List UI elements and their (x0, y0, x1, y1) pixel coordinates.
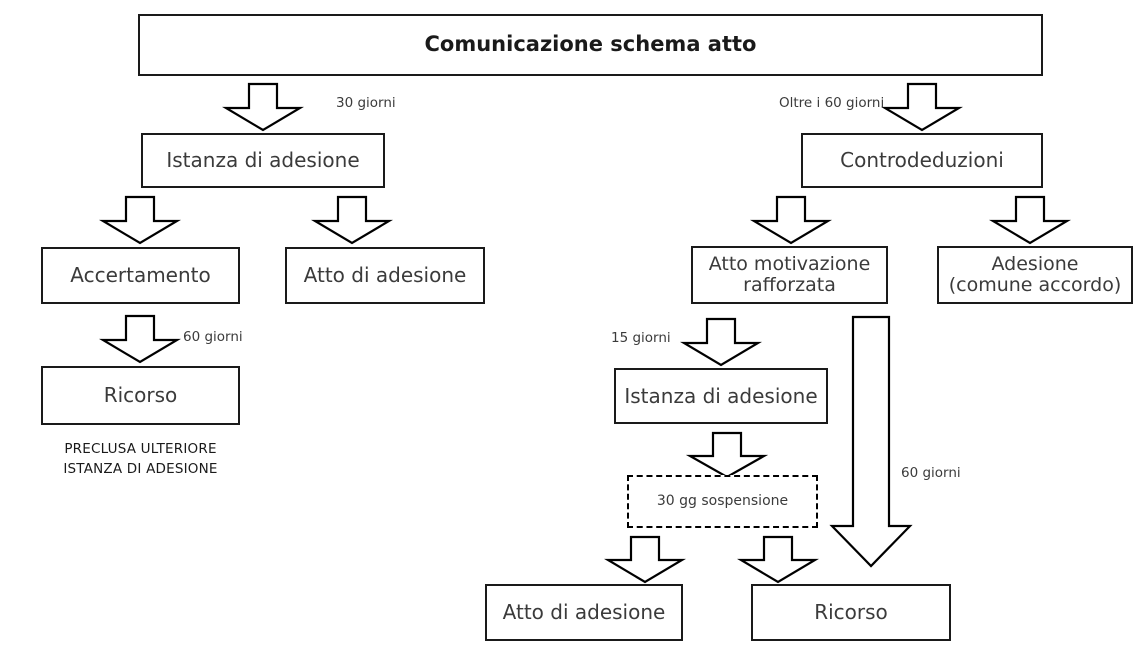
arrow-accertamento-to-ricorso (98, 314, 182, 364)
node-atto-motivazione-rafforzata: Atto motivazione rafforzata (691, 246, 888, 304)
note-line1: PRECLUSA ULTERIORE (64, 441, 217, 457)
arrow-istanza-to-sospensione (685, 431, 769, 479)
node-atto-di-adesione-destra: Atto di adesione (485, 584, 683, 641)
node-label-line1: Adesione (991, 252, 1079, 275)
node-label-line2: (comune accordo) (948, 274, 1122, 296)
arrow-sospensione-to-atto-di-adesione (603, 535, 687, 584)
node-istanza-di-adesione-sinistra: Istanza di adesione (141, 133, 385, 188)
arrow-root-to-istanza-sinistra (221, 82, 305, 132)
note-preclusa-ulteriore-istanza: PRECLUSA ULTERIORE ISTANZA DI ADESIONE (41, 440, 240, 479)
arrow-atto-motivazione-to-ricorso-lungo (829, 315, 913, 568)
node-label: Controdeduzioni (840, 148, 1004, 173)
arrow-sospensione-to-ricorso (736, 535, 820, 584)
node-label: Accertamento (70, 263, 211, 288)
node-30-gg-sospensione: 30 gg sospensione (627, 475, 818, 528)
node-accertamento: Accertamento (41, 247, 240, 304)
node-label: Istanza di adesione (624, 383, 818, 408)
node-ricorso-destra: Ricorso (751, 584, 951, 641)
edge-label-60-giorni-destra: 60 giorni (901, 465, 961, 481)
node-label: 30 gg sospensione (656, 492, 789, 509)
node-label: Atto di adesione (303, 263, 467, 288)
node-label: Ricorso (814, 600, 888, 625)
node-ricorso-sinistra: Ricorso (41, 366, 240, 425)
node-adesione-comune-accordo: Adesione (comune accordo) (937, 246, 1133, 304)
edge-label-30-giorni: 30 giorni (336, 95, 396, 111)
arrow-istanza-to-atto-di-adesione (310, 195, 394, 245)
node-label-line1: Atto motivazione (708, 252, 871, 275)
edge-label-60-giorni-sinistra: 60 giorni (183, 329, 243, 345)
node-controdeduzioni: Controdeduzioni (801, 133, 1043, 188)
edge-label-oltre-i-60-giorni: Oltre i 60 giorni (779, 95, 885, 111)
arrow-controdeduzioni-to-atto-motivazione (749, 195, 833, 245)
node-comunicazione-schema-atto: Comunicazione schema atto (138, 14, 1043, 76)
arrow-root-to-controdeduzioni (880, 82, 964, 132)
arrow-atto-motivazione-to-istanza (679, 317, 763, 367)
node-istanza-di-adesione-destra: Istanza di adesione (614, 368, 828, 424)
node-label: Istanza di adesione (166, 148, 360, 173)
node-atto-di-adesione-sinistra: Atto di adesione (285, 247, 485, 304)
node-label: Ricorso (103, 383, 178, 408)
arrow-controdeduzioni-to-adesione (988, 195, 1072, 245)
arrow-istanza-to-accertamento (98, 195, 182, 245)
note-line2: ISTANZA DI ADESIONE (63, 460, 218, 477)
node-label-line2: rafforzata (743, 274, 836, 296)
node-label: Atto di adesione (502, 600, 666, 625)
edge-label-15-giorni: 15 giorni (611, 330, 671, 346)
node-label: Comunicazione schema atto (424, 32, 757, 57)
